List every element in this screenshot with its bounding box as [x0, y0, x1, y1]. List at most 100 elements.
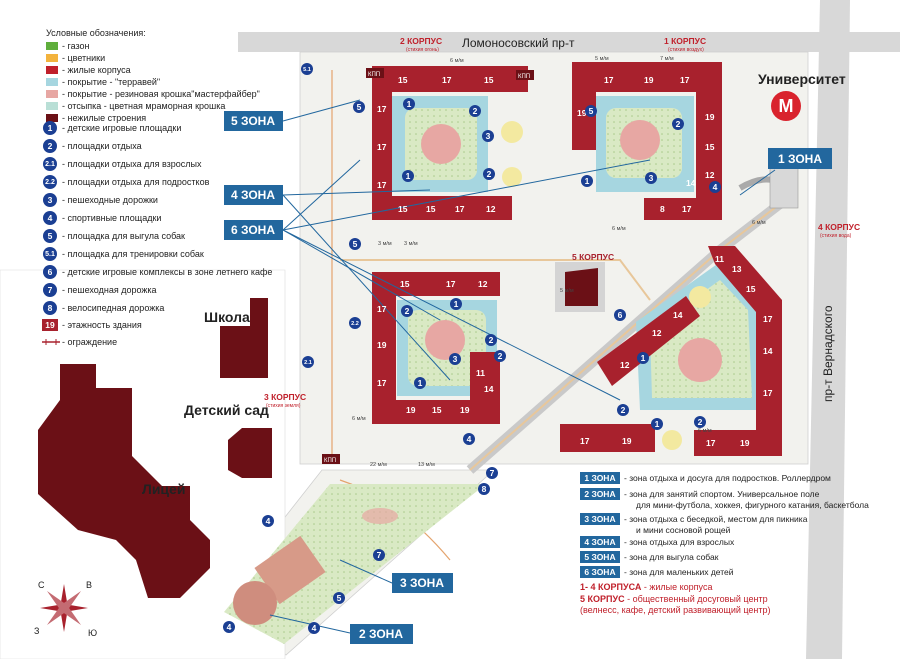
map-marker[interactable]: 4 — [308, 622, 320, 634]
svg-text:4: 4 — [266, 516, 271, 526]
svg-text:1: 1 — [585, 176, 590, 186]
distance-label: 3 м/м — [378, 241, 392, 247]
map-marker[interactable]: 1 — [450, 298, 462, 310]
map-marker[interactable]: 4 — [463, 433, 475, 445]
map-marker[interactable]: 1 — [581, 175, 593, 187]
school-building[interactable] — [220, 298, 268, 378]
svg-text:- зона отдыха с беседкой, мест: - зона отдыха с беседкой, местом для пик… — [624, 514, 808, 524]
map-marker[interactable]: 6 — [614, 309, 626, 321]
svg-text:- пешеходные дорожки: - пешеходные дорожки — [62, 195, 158, 205]
compass-n: С — [38, 580, 45, 590]
map-marker[interactable]: 2 — [694, 416, 706, 428]
korpus-3 — [372, 272, 500, 424]
distance-labels: 6 м/м 5 м/м 7 м/м 6 м/м 3 м/м 3 м/м 6 м/… — [352, 56, 766, 468]
legend-marker-8: 8- велосипедная дорожка — [43, 301, 164, 315]
map-marker[interactable]: 7 — [486, 467, 498, 479]
metro-icon[interactable] — [771, 91, 801, 121]
floor-label: 14 — [686, 178, 696, 188]
zone-leader-lines — [269, 99, 776, 634]
map-marker[interactable]: 1 — [402, 170, 414, 182]
lomonosovsky-road — [238, 32, 900, 52]
svg-text:1: 1 — [48, 123, 53, 133]
svg-text:5.1: 5.1 — [45, 251, 55, 258]
compass-s: Ю — [88, 628, 97, 638]
korpus-1-label: 1 КОРПУС — [664, 36, 706, 46]
floor-label: 17 — [706, 438, 716, 448]
zone-label-3[interactable]: 3 ЗОНА — [392, 573, 453, 593]
floor-label: 19 — [705, 112, 715, 122]
map-marker[interactable]: 1 — [637, 352, 649, 364]
zone-legend-6: 6 ЗОНА- зона для маленьких детей — [580, 566, 734, 578]
metro-station: Университет М — [758, 71, 846, 121]
map-marker[interactable]: 4 — [709, 181, 721, 193]
center-note-line2: (велнесс, кафе, детский развивающий цент… — [580, 605, 771, 615]
svg-text:- жилые корпуса: - жилые корпуса — [62, 65, 131, 75]
map-marker[interactable]: 2 — [672, 118, 684, 130]
map-marker[interactable]: 3 — [449, 353, 461, 365]
zone-label-5[interactable]: 5 ЗОНА — [224, 111, 283, 131]
kpp-label: КПП — [368, 72, 380, 78]
distance-label: 22 м/м — [370, 462, 387, 468]
map-marker[interactable]: 5 — [349, 238, 361, 250]
map-marker[interactable]: 2 — [483, 168, 495, 180]
floor-label: 15 — [484, 75, 494, 85]
map-marker[interactable]: 2.2 — [349, 317, 361, 329]
svg-text:- этажность здания: - этажность здания — [62, 320, 142, 330]
svg-text:- площадки отдыха для взрослых: - площадки отдыха для взрослых — [62, 159, 202, 169]
map-marker[interactable]: 2 — [494, 350, 506, 362]
floor-label: 15 — [398, 75, 408, 85]
korpus-1-sub: (стихия воздух) — [668, 47, 704, 53]
legend-fence: - ограждение — [42, 337, 117, 347]
legend-marker-2-1: 2.1- площадки отдыха для взрослых — [43, 157, 202, 171]
compass-e: В — [86, 580, 92, 590]
svg-text:- детские игровые площадки: - детские игровые площадки — [62, 123, 181, 133]
floor-label: 12 — [652, 328, 662, 338]
korpus-3-sub: (стихия земля) — [266, 403, 301, 409]
korpus-3-label: 3 КОРПУС — [264, 392, 306, 402]
distance-label: 6 м/м — [450, 58, 464, 64]
map-marker[interactable]: 1 — [651, 418, 663, 430]
zone-label-1[interactable]: 1 ЗОНА — [768, 148, 832, 169]
map-marker[interactable]: 5 — [333, 592, 345, 604]
distance-label: 5 м/м — [560, 288, 574, 294]
zone-label-2[interactable]: 2 ЗОНА — [350, 624, 413, 644]
map-marker[interactable]: 1 — [403, 98, 415, 110]
map-marker[interactable]: 2.1 — [302, 356, 314, 368]
compass-icon: С В З Ю — [34, 580, 97, 638]
kindergarten-building[interactable] — [228, 428, 272, 478]
map-marker[interactable]: 4 — [262, 515, 274, 527]
svg-text:5: 5 — [48, 231, 53, 241]
map-marker[interactable]: 2 — [485, 334, 497, 346]
svg-text:- отсыпка - цветная мраморная: - отсыпка - цветная мраморная крошка — [62, 101, 225, 111]
map-marker[interactable]: 1 — [414, 377, 426, 389]
floor-label: 17 — [377, 378, 387, 388]
map-marker[interactable]: 3 — [645, 172, 657, 184]
map-marker[interactable]: 4 — [223, 621, 235, 633]
svg-text:1: 1 — [641, 353, 646, 363]
svg-text:- газон: - газон — [62, 41, 90, 51]
svg-text:4: 4 — [227, 622, 232, 632]
park-zone — [224, 484, 486, 644]
lyceum-building[interactable] — [38, 364, 210, 598]
map-marker[interactable]: 5.1 — [301, 63, 313, 75]
floor-label: 15 — [426, 204, 436, 214]
svg-text:3 ЗОНА: 3 ЗОНА — [584, 514, 615, 524]
map-marker[interactable]: 8 — [478, 483, 490, 495]
map-marker[interactable]: 3 — [482, 130, 494, 142]
residential-note: 1- 4 КОРПУСА - жилые корпуса — [580, 582, 712, 592]
map-marker[interactable]: 2 — [617, 404, 629, 416]
map-marker[interactable]: 2 — [469, 105, 481, 117]
floor-label: 17 — [377, 104, 387, 114]
map-marker[interactable]: 5 — [353, 101, 365, 113]
svg-text:3: 3 — [48, 195, 53, 205]
svg-text:- площадки отдыха для подрост: - площадки отдыха для подростков — [62, 177, 210, 187]
floor-label: 12 — [478, 279, 488, 289]
street-vernadsky: пр-т Вернадского — [821, 305, 835, 402]
map-marker[interactable]: 5 — [585, 105, 597, 117]
map-marker[interactable]: 2 — [401, 305, 413, 317]
zone-label-6[interactable]: 6 ЗОНА — [224, 220, 283, 240]
map-marker[interactable]: 7 — [373, 549, 385, 561]
legend-swatch-flowers: - цветники — [46, 53, 105, 63]
zone-label-4[interactable]: 4 ЗОНА — [224, 185, 283, 205]
